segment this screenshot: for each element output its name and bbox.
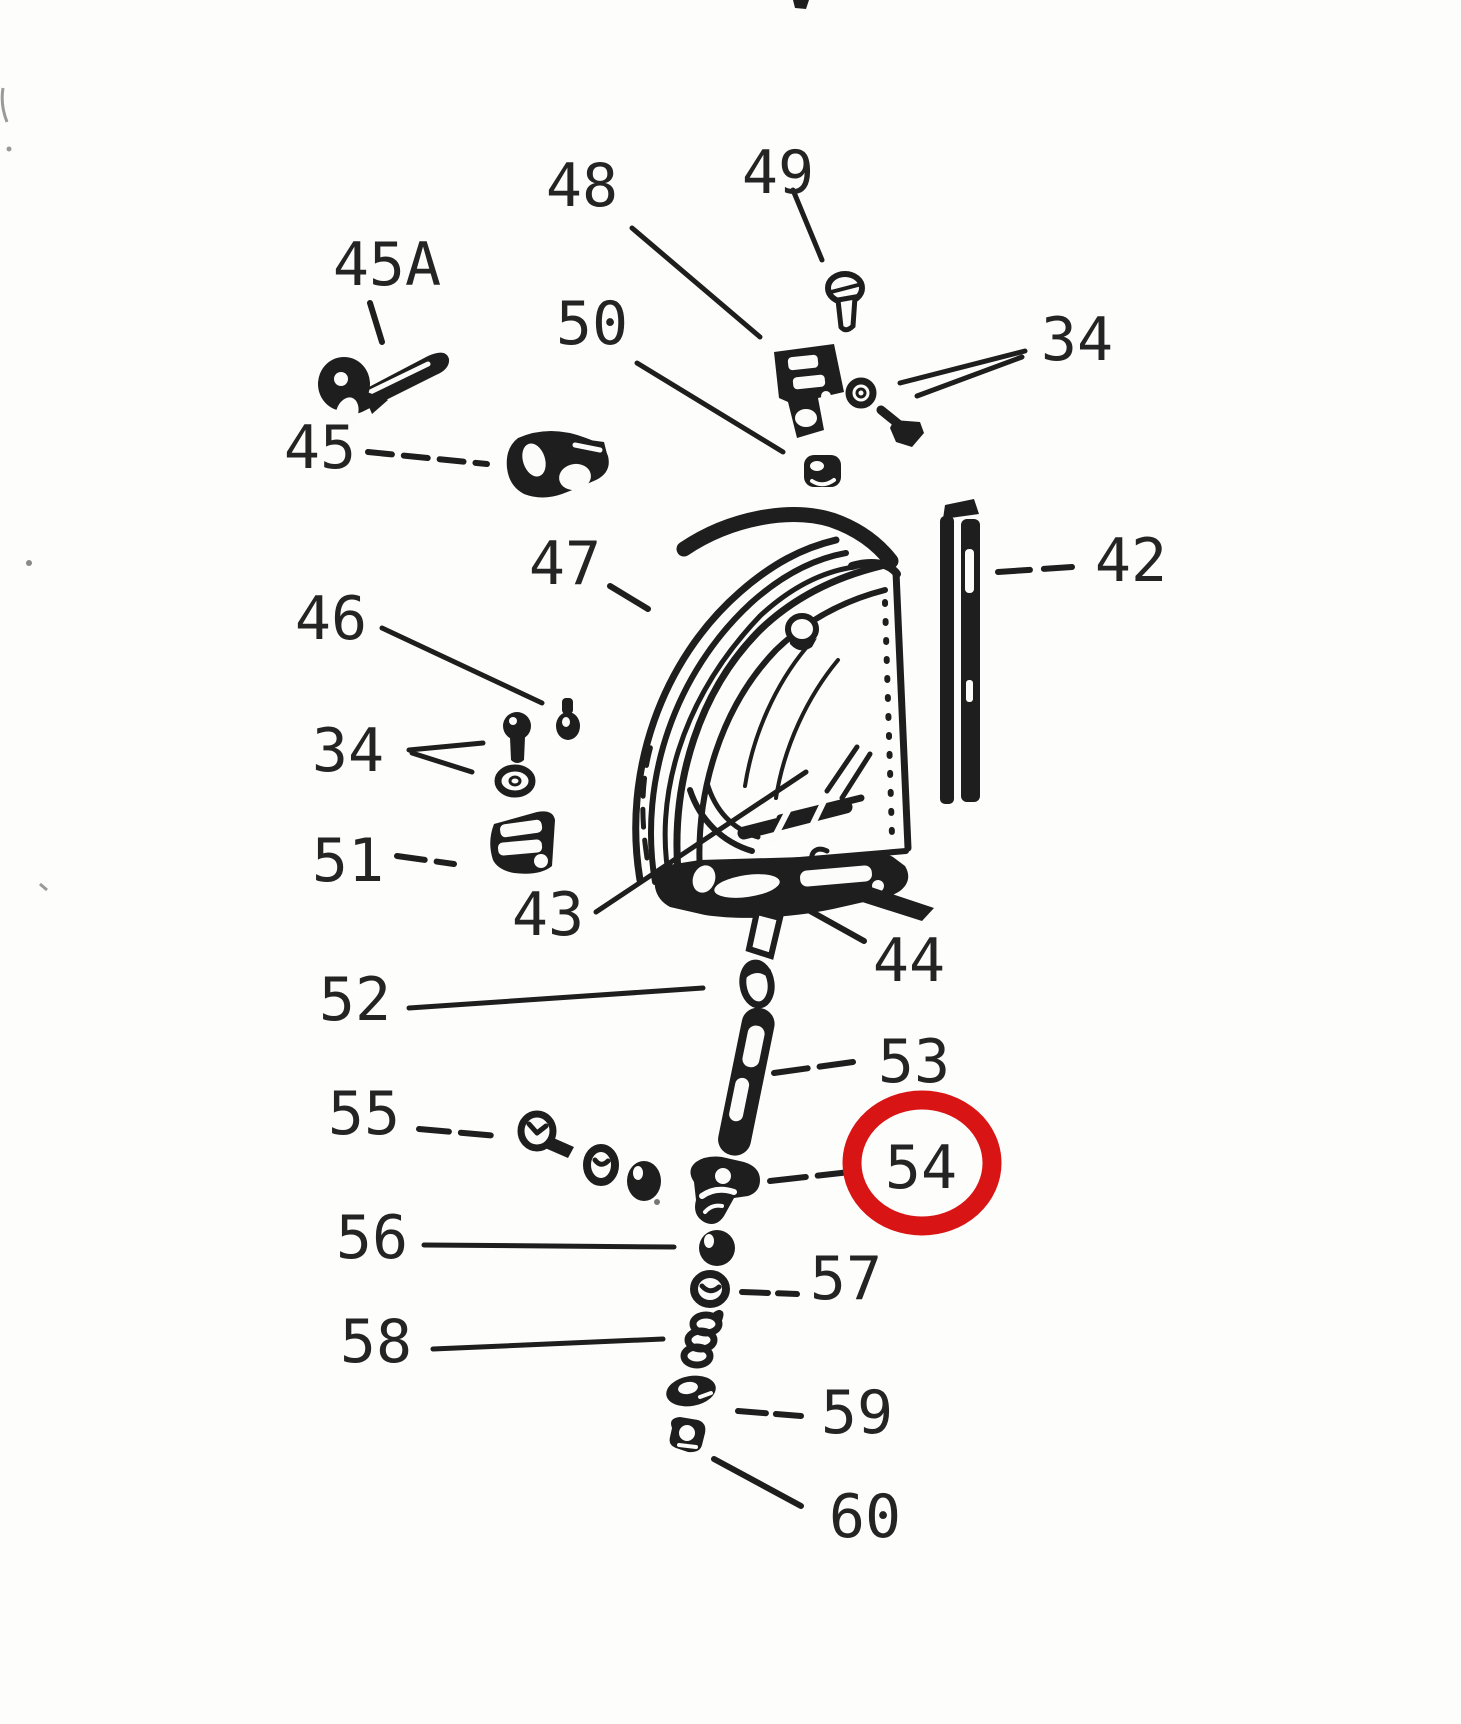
leader-34-right-a <box>897 348 1028 386</box>
part-label-53: 53 <box>878 1027 950 1097</box>
leader-44 <box>791 899 867 944</box>
part-34-washer-right <box>845 377 877 409</box>
part-34-washer-left <box>494 764 536 798</box>
part-label-57: 57 <box>810 1244 882 1314</box>
part-label-58: 58 <box>340 1307 412 1377</box>
part-50-grommet <box>804 455 841 487</box>
leader-51 <box>394 853 457 867</box>
part-45-latch <box>506 431 609 498</box>
part-42-glass-run-channel <box>940 499 980 804</box>
leader-58 <box>430 1336 666 1352</box>
part-58-spring <box>680 1310 724 1369</box>
part-56-bushing <box>699 1230 735 1266</box>
part-34-screw-left <box>503 712 531 763</box>
leader-34-left-b <box>409 750 475 775</box>
part-48-bracket <box>774 344 844 438</box>
leader-53 <box>771 1059 856 1076</box>
leader-34-left-a <box>406 740 486 753</box>
vent-latch-knob <box>785 613 819 645</box>
part-44-pivot-base <box>654 851 934 921</box>
part-label-45a: 45A <box>333 230 441 300</box>
leader-52 <box>406 985 706 1011</box>
part-label-56: 56 <box>336 1203 408 1273</box>
part-label-34-right: 34 <box>1041 305 1113 375</box>
part-45a-latch-handle <box>318 352 450 429</box>
part-54-pivot-bracket <box>690 1156 760 1224</box>
part-label-50: 50 <box>556 289 628 359</box>
leader-42 <box>995 564 1075 575</box>
part-label-48: 48 <box>546 151 618 221</box>
part-label-47: 47 <box>529 529 601 599</box>
leader-46 <box>379 625 545 706</box>
part-label-60: 60 <box>829 1482 901 1552</box>
part-52-53-pivot-shaft <box>718 908 784 1156</box>
part-label-34-left: 34 <box>312 716 384 786</box>
leader-54 <box>767 1169 853 1184</box>
part-55-screw <box>517 1110 574 1158</box>
scan-artifacts <box>0 0 809 1205</box>
leader-59 <box>735 1408 804 1419</box>
part-label-59: 59 <box>821 1378 893 1448</box>
leader-56 <box>421 1242 677 1250</box>
leader-45 <box>365 449 490 467</box>
leader-45a <box>367 300 385 345</box>
part-label-55: 55 <box>328 1079 400 1149</box>
part-label-49: 49 <box>742 138 814 208</box>
part-57-washer <box>690 1270 730 1308</box>
part-label-46: 46 <box>295 584 367 654</box>
part-49-screw <box>825 271 865 333</box>
part-label-45: 45 <box>284 413 356 483</box>
part-34-screw-right <box>876 405 924 447</box>
leader-60 <box>711 1456 804 1509</box>
part-label-52: 52 <box>319 965 391 1035</box>
part-label-54: 54 <box>885 1133 957 1203</box>
leader-34-right-b <box>914 354 1025 399</box>
leader-48 <box>629 225 763 340</box>
part-55-washers <box>583 1144 661 1201</box>
part-label-44: 44 <box>873 926 945 996</box>
part-47-frame-trim <box>632 507 899 887</box>
leader-57 <box>739 1289 800 1297</box>
leader-50 <box>634 360 786 455</box>
part-label-42: 42 <box>1095 526 1167 596</box>
part-59-washer <box>666 1375 716 1407</box>
part-60-nut <box>669 1417 706 1453</box>
leader-47 <box>607 583 651 612</box>
leader-43 <box>593 769 809 915</box>
part-46-screw <box>556 698 580 740</box>
part-label-43: 43 <box>512 880 584 950</box>
part-label-51: 51 <box>312 826 384 896</box>
highlight-circle-part-54 <box>842 1090 1002 1236</box>
leader-55 <box>416 1126 501 1139</box>
leader-49 <box>790 187 825 263</box>
part-51-clip <box>490 811 555 874</box>
